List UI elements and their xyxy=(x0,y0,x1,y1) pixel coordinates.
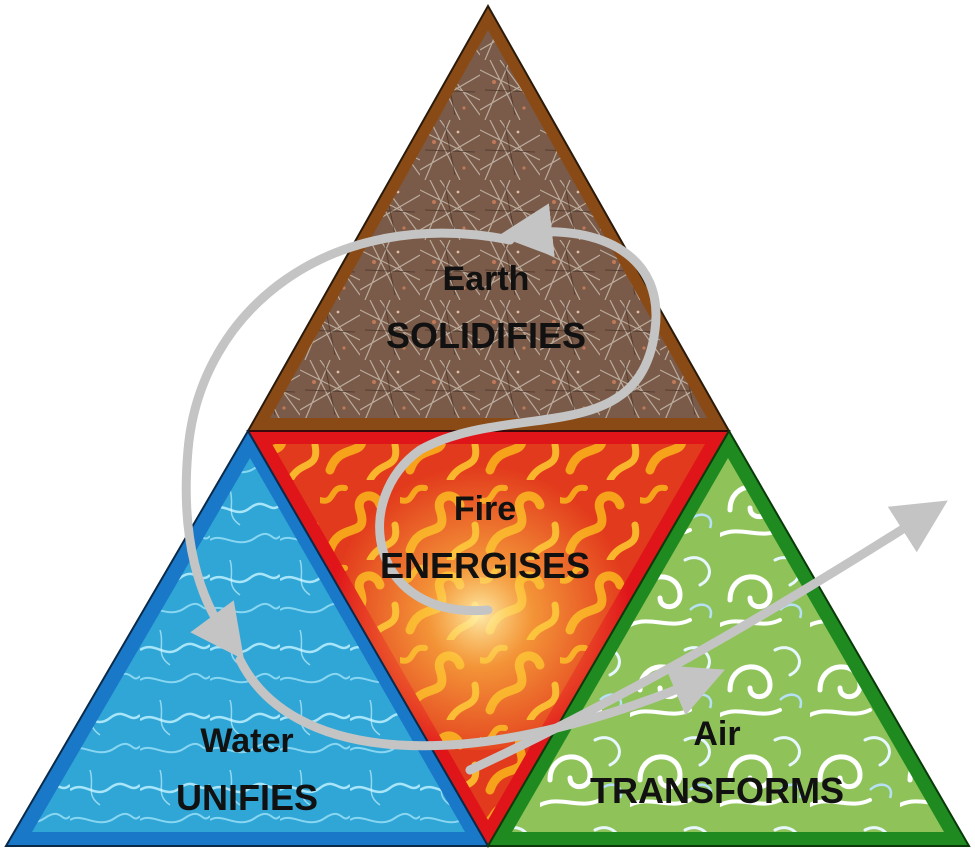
air-triangle-fill xyxy=(512,458,944,832)
spiral-inner-path xyxy=(375,203,661,616)
fire-verb: ENERGISES xyxy=(380,545,590,586)
spiral-exit-path xyxy=(465,500,948,775)
water-verb: UNIFIES xyxy=(176,777,318,818)
fire-label: Fire ENERGISES xyxy=(380,490,590,586)
spiral-arrow xyxy=(181,203,948,775)
earth-triangle-fill xyxy=(270,30,707,418)
fire-name: Fire xyxy=(454,490,516,528)
earth-section xyxy=(246,3,731,432)
fire-glow xyxy=(330,450,630,750)
water-name: Water xyxy=(200,722,293,760)
air-label: Air TRANSFORMS xyxy=(590,715,844,811)
earth-label: Earth SOLIDIFIES xyxy=(386,260,586,356)
air-verb: TRANSFORMS xyxy=(590,770,844,811)
spiral-outer-path xyxy=(181,228,515,660)
water-label: Water UNIFIES xyxy=(176,722,318,818)
air-name: Air xyxy=(693,715,740,753)
earth-name: Earth xyxy=(443,260,530,298)
earth-verb: SOLIDIFIES xyxy=(386,315,586,356)
spiral-bottom-path xyxy=(235,655,725,751)
